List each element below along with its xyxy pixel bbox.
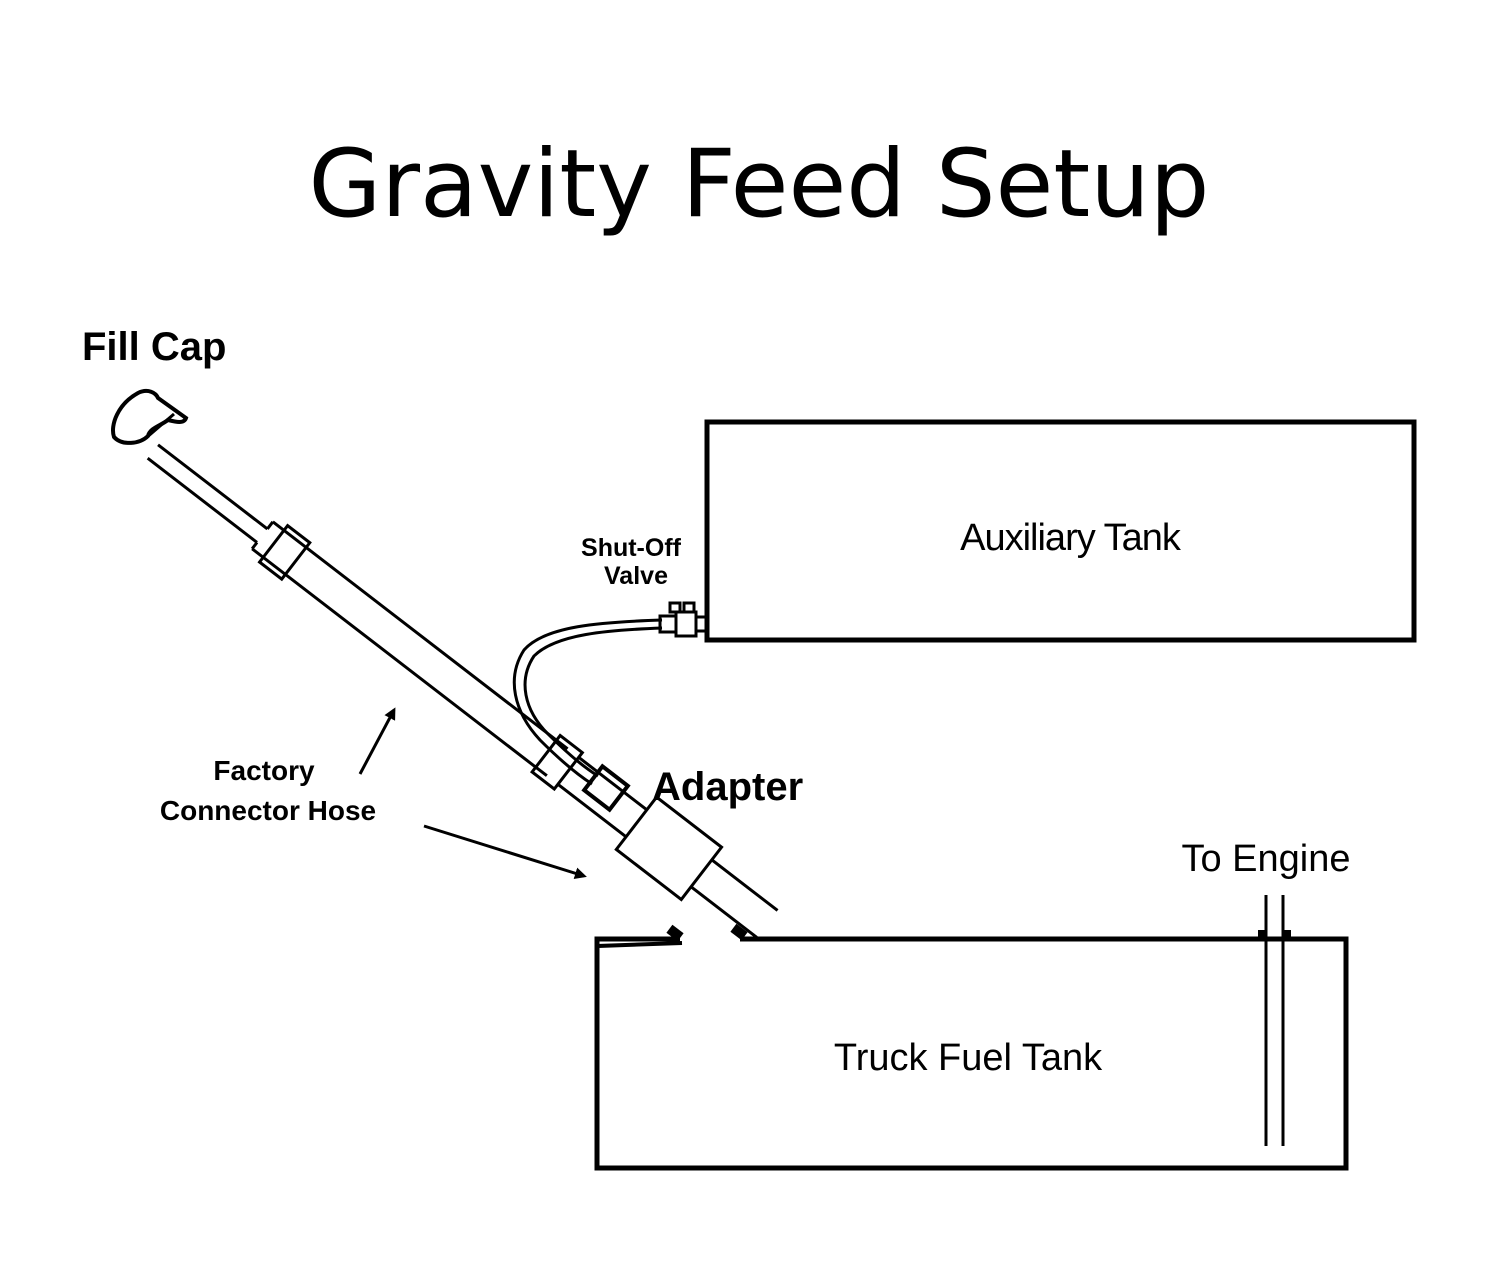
factory-label: Factory [213,755,315,786]
engine-feed-line [1258,895,1291,1146]
fill-cap-label: Fill Cap [82,325,226,369]
filler-neck [146,443,779,939]
auxiliary-tank [704,419,1417,643]
gravity-hose [512,618,663,786]
truck-fuel-tank [594,936,1349,1171]
fill-cap-icon [111,388,189,445]
to-engine-label: To Engine [1181,838,1350,880]
arrow-to-factory-hose [358,707,396,775]
tank-inlet-lip [595,939,683,949]
arrow-to-connector-hose [423,824,587,880]
diagram-title: Gravity Feed Setup [309,130,1210,239]
connector-hose-label: Connector Hose [160,795,376,826]
truck-fuel-tank-label: Truck Fuel Tank [834,1037,1103,1079]
shut-off-valve-icon [658,601,708,638]
neck-seal-right [730,923,748,941]
shut-off-valve-label-line1: Shut-Off [581,534,682,562]
adapter-fitting [581,763,631,813]
auxiliary-tank-label: Auxiliary Tank [960,517,1182,559]
adapter-label: Adapter [652,765,803,809]
shut-off-valve-label-line2: Valve [604,562,668,590]
neck-seal-left [666,924,684,942]
